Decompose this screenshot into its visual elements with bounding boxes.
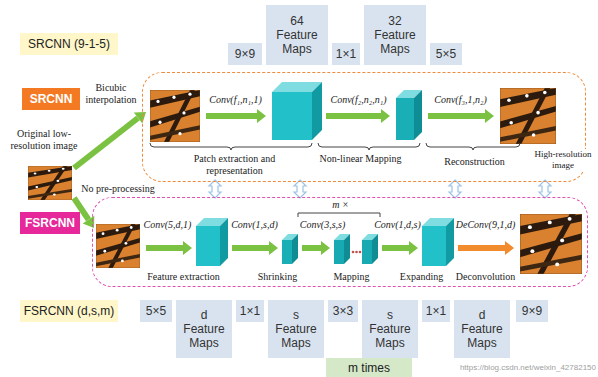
feature-map-box: s Feature Maps xyxy=(362,300,418,358)
stage-label: Deconvolution xyxy=(452,271,520,283)
box-text: d Feature Maps xyxy=(179,308,229,350)
kernel-size-box: 5×5 xyxy=(140,300,172,322)
feature-map-box: s Feature Maps xyxy=(268,300,324,358)
box-text: SRCNN xyxy=(25,92,77,106)
stage-label: Feature extraction xyxy=(136,271,232,283)
box-text: 3×3 xyxy=(331,304,355,318)
butterfly-images xyxy=(28,88,582,274)
repeat-box: m times xyxy=(326,358,412,377)
kernel-size-box: 3×3 xyxy=(328,300,358,322)
box-text: 64 Feature Maps xyxy=(269,14,325,56)
stage-label: Mapping xyxy=(322,271,382,283)
box-text: m times xyxy=(329,361,409,375)
box-text: 9×9 xyxy=(519,304,545,318)
comparison-arrows xyxy=(209,180,551,198)
feature-map-box: d Feature Maps xyxy=(454,300,510,358)
feature-map-box: d Feature Maps xyxy=(176,300,232,358)
kernel-size-box: 1×1 xyxy=(422,300,450,322)
layer-label: Conv(1,s,d) xyxy=(229,219,281,231)
model-tag: FSRCNN xyxy=(20,212,80,234)
kernel-size-box: 5×5 xyxy=(430,43,462,65)
model-tag: SRCNN xyxy=(22,88,80,110)
layer-label: Conv(f₂,n₂,n₁) xyxy=(324,94,394,106)
stage-label: Non-linear Mapping xyxy=(320,153,402,165)
stage-label: Shrinking xyxy=(250,271,306,283)
image-caption: Original low-resolution image xyxy=(4,128,84,152)
feature-map-box: 32 Feature Maps xyxy=(364,5,426,65)
image-caption: High-resolution image xyxy=(532,149,594,171)
kernel-size-box: 9×9 xyxy=(228,43,262,65)
pipeline-region: Conv(f₁,n₁,1) Conv(f₂,n₂,n₁) Conv(f₃,1,n₂)… xyxy=(142,72,586,182)
box-text: d Feature Maps xyxy=(457,308,507,350)
pipeline-region: m × Conv(5,d,1) Conv(1,s,d) Conv(3,s,s) Conv… xyxy=(92,197,588,287)
box-text: 1×1 xyxy=(335,47,357,61)
feature-map-box: 64 Feature Maps xyxy=(266,5,328,65)
layer-label: Conv(f₁,n₁,1) xyxy=(202,94,270,106)
box-text: 5×5 xyxy=(433,47,459,61)
arrow-label: Bicubic interpolation xyxy=(82,82,140,106)
stage-label: Patch extraction and representation xyxy=(168,153,302,177)
layer-label: Conv(5,d,1) xyxy=(140,219,196,231)
layer-label: DeConv(9,1,d) xyxy=(454,219,518,231)
kernel-size-box: 1×1 xyxy=(236,300,264,322)
layer-label: Conv(f₃,1,n₂) xyxy=(426,94,496,106)
kernel-size-box: 9×9 xyxy=(516,300,548,322)
stage-braces xyxy=(150,143,520,217)
layer-label: Conv(1,d,s) xyxy=(374,219,422,231)
box-text: 32 Feature Maps xyxy=(367,14,423,56)
box-text: SRCNN (9-1-5) xyxy=(23,37,115,51)
stage-label: Expanding xyxy=(392,271,452,283)
arrow-label: No pre-processing xyxy=(78,183,158,195)
stage-label: Reconstruction xyxy=(430,156,520,168)
box-text: s Feature Maps xyxy=(365,308,415,350)
box-text: 9×9 xyxy=(231,47,259,61)
layer-label: Conv(3,s,s) xyxy=(297,219,349,231)
input-arrows xyxy=(74,112,146,228)
model-title-box: FSRCNN (d,s,m) xyxy=(20,300,118,322)
repeat-label: m × xyxy=(328,199,354,211)
watermark: https://blog.csdn.net/weixin_42782150 xyxy=(440,363,596,373)
box-text: FSRCNN (d,s,m) xyxy=(23,304,115,318)
model-title-box: SRCNN (9-1-5) xyxy=(20,33,118,55)
box-text: FSRCNN xyxy=(23,216,77,230)
box-text: 1×1 xyxy=(425,304,447,318)
box-text: 5×5 xyxy=(143,304,169,318)
box-text: 1×1 xyxy=(239,304,261,318)
box-text: s Feature Maps xyxy=(271,308,321,350)
kernel-size-box: 1×1 xyxy=(332,43,360,65)
